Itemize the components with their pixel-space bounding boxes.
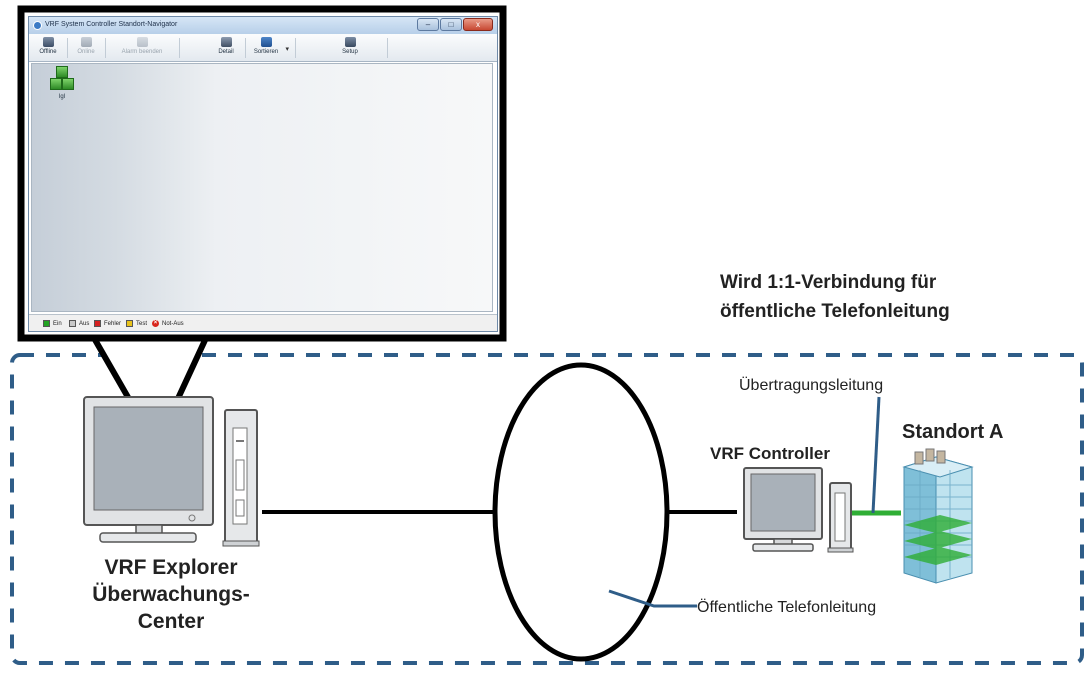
transmission-line-leader bbox=[871, 396, 881, 514]
window-title: VRF System Controller Standort-Navigator bbox=[45, 21, 178, 28]
emergency-stop-icon: × bbox=[152, 320, 159, 327]
detail-label: Detail bbox=[218, 49, 234, 55]
heading-line-1: Wird 1:1-Verbindung für bbox=[720, 272, 937, 293]
explorer-computer bbox=[83, 396, 260, 547]
phone-line-label: Öffentliche Telefonleitung bbox=[697, 598, 876, 616]
controller-screen bbox=[750, 473, 816, 532]
online-icon bbox=[80, 37, 92, 47]
legend-item-aus: Aus bbox=[69, 319, 89, 328]
online-button[interactable]: Online bbox=[71, 36, 101, 60]
legend-item-ein: Ein bbox=[43, 319, 62, 328]
setup-icon bbox=[344, 37, 356, 47]
online-label: Online bbox=[77, 49, 95, 55]
building-cubes-icon bbox=[50, 66, 74, 92]
legend-label: Not-Aus bbox=[162, 320, 184, 327]
sort-button[interactable]: Sortieren ▾ bbox=[249, 36, 289, 60]
explorer-label-line-1: VRF Explorer bbox=[104, 556, 237, 579]
legend-item-fehler: Fehler bbox=[94, 319, 121, 328]
site-label: Standort A bbox=[902, 421, 1003, 443]
setup-label: Setup bbox=[342, 49, 358, 55]
site-navigator-window: VRF System Controller Standort-Navigator… bbox=[28, 16, 498, 332]
legend-swatch bbox=[69, 320, 76, 327]
legend-swatch bbox=[43, 320, 50, 327]
window-title-bar[interactable]: VRF System Controller Standort-Navigator… bbox=[29, 17, 497, 34]
phone-line-leader bbox=[608, 589, 697, 608]
legend-label: Fehler bbox=[104, 320, 122, 327]
legend-label: Ein bbox=[53, 320, 62, 327]
close-button[interactable]: x bbox=[463, 18, 493, 31]
controller-computer bbox=[743, 467, 854, 553]
printer-icon bbox=[220, 37, 232, 47]
end-alarm-button[interactable]: Alarm beenden bbox=[109, 36, 175, 60]
sort-label: Sortieren bbox=[253, 49, 279, 55]
chevron-down-icon[interactable]: ▾ bbox=[285, 46, 289, 53]
status-legend-bar: Ein Aus Fehler Test × Not-Aus bbox=[29, 314, 497, 331]
legend-item-test: Test bbox=[126, 319, 147, 328]
heading-line-2: öffentliche Telefonleitung bbox=[720, 301, 950, 322]
site-item[interactable]: lgl bbox=[48, 66, 76, 100]
explorer-label-line-2: Überwachungs- bbox=[92, 583, 250, 606]
controller-label: VRF Controller bbox=[710, 444, 830, 463]
explorer-label-line-3: Center bbox=[138, 610, 205, 633]
legend-label: Test bbox=[136, 320, 148, 327]
detail-button[interactable]: Detail bbox=[211, 36, 241, 60]
maximize-button[interactable]: □ bbox=[440, 18, 462, 31]
explorer-screen bbox=[93, 406, 204, 511]
standort-building-icon bbox=[902, 448, 974, 584]
offline-label: Offline bbox=[39, 49, 57, 55]
offline-icon bbox=[42, 37, 54, 47]
setup-button[interactable]: Setup bbox=[335, 36, 365, 60]
alarm-icon bbox=[136, 37, 148, 47]
site-view-area: lgl bbox=[31, 63, 493, 312]
legend-swatch bbox=[126, 320, 133, 327]
legend-swatch bbox=[94, 320, 101, 327]
app-icon bbox=[33, 21, 42, 30]
legend-item-not-aus: × Not-Aus bbox=[152, 319, 184, 328]
offline-button[interactable]: Offline bbox=[33, 36, 63, 60]
toolbar: Offline Online Alarm beenden Detail Sort… bbox=[29, 34, 497, 62]
legend-label: Aus bbox=[79, 320, 90, 327]
minimize-button[interactable]: – bbox=[417, 18, 439, 31]
transmission-line-label: Übertragungsleitung bbox=[739, 376, 883, 394]
explorer-monitor-base bbox=[99, 532, 197, 543]
sort-icon bbox=[260, 37, 272, 47]
network-boundary bbox=[10, 353, 1084, 665]
public-phone-network bbox=[492, 362, 670, 662]
site-item-label: lgl bbox=[58, 94, 65, 100]
end-alarm-label: Alarm beenden bbox=[121, 49, 163, 55]
